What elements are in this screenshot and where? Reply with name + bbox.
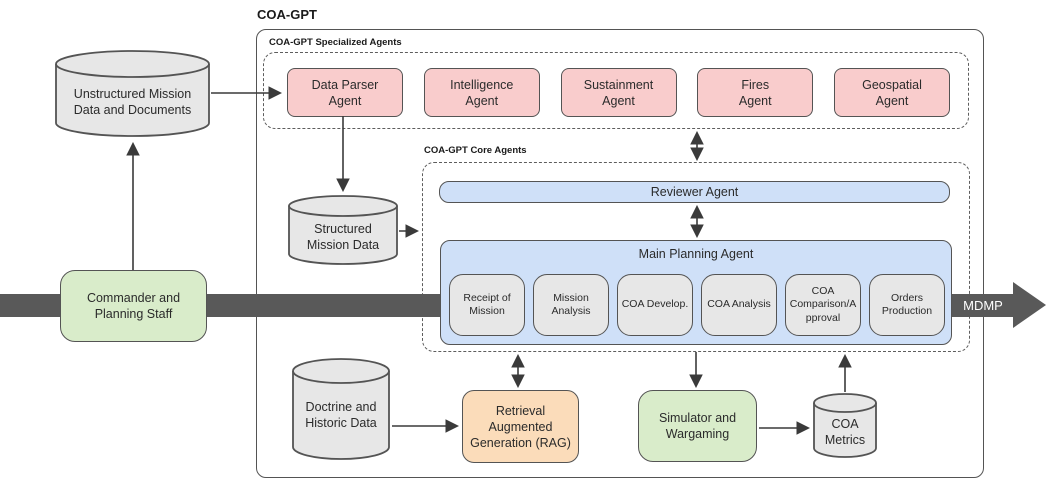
diagram-title: COA-GPT: [257, 7, 317, 22]
mdmp-label: MDMP: [963, 298, 1003, 313]
step-coa-analysis: COA Analysis: [701, 274, 777, 336]
reviewer-agent-node: Reviewer Agent: [439, 181, 950, 203]
core-agents-group-box: [422, 162, 970, 352]
data-parser-agent-node: Data Parser Agent: [287, 68, 403, 117]
cylinder-icon: [292, 358, 390, 460]
cylinder-icon: [55, 50, 210, 137]
cylinder-icon: [288, 195, 398, 265]
rag-node: Retrieval Augmented Generation (RAG): [462, 390, 579, 463]
simulator-wargaming-node: Simulator and Wargaming: [638, 390, 757, 462]
step-mission-analysis: Mission Analysis: [533, 274, 609, 336]
step-receipt-of-mission: Receipt of Mission: [449, 274, 525, 336]
structured-mission-data-cylinder: Structured Mission Data: [288, 195, 398, 265]
sustainment-agent-node: Sustainment Agent: [560, 68, 677, 117]
unstructured-mission-data-cylinder: Unstructured Mission Data and Documents: [55, 50, 210, 137]
coa-metrics-cylinder: COA Metrics: [813, 393, 877, 458]
specialized-agents-row: Data Parser Agent Intelligence Agent Sus…: [287, 68, 950, 117]
specialized-agents-label: COA-GPT Specialized Agents: [269, 37, 402, 48]
core-agents-label: COA-GPT Core Agents: [424, 145, 527, 156]
main-planning-agent-label: Main Planning Agent: [638, 247, 754, 261]
step-coa-comparison-approval: COA Comparison/A pproval: [785, 274, 861, 336]
step-coa-development: COA Develop.: [617, 274, 693, 336]
step-orders-production: Orders Production: [869, 274, 945, 336]
specialized-agents-group-box: [263, 52, 969, 129]
fires-agent-node: Fires Agent: [697, 68, 814, 117]
main-planning-agent-node: Main Planning Agent Receipt of Mission M…: [440, 240, 952, 345]
commander-planning-staff-node: Commander and Planning Staff: [60, 270, 207, 342]
cylinder-icon: [813, 393, 877, 458]
mdmp-steps-row: Receipt of Mission Mission Analysis COA …: [449, 274, 945, 336]
intelligence-agent-node: Intelligence Agent: [423, 68, 540, 117]
mdmp-flow-arrowhead-icon: [1013, 282, 1046, 328]
geospatial-agent-node: Geospatial Agent: [834, 68, 950, 117]
doctrine-historic-data-cylinder: Doctrine and Historic Data: [292, 358, 390, 460]
